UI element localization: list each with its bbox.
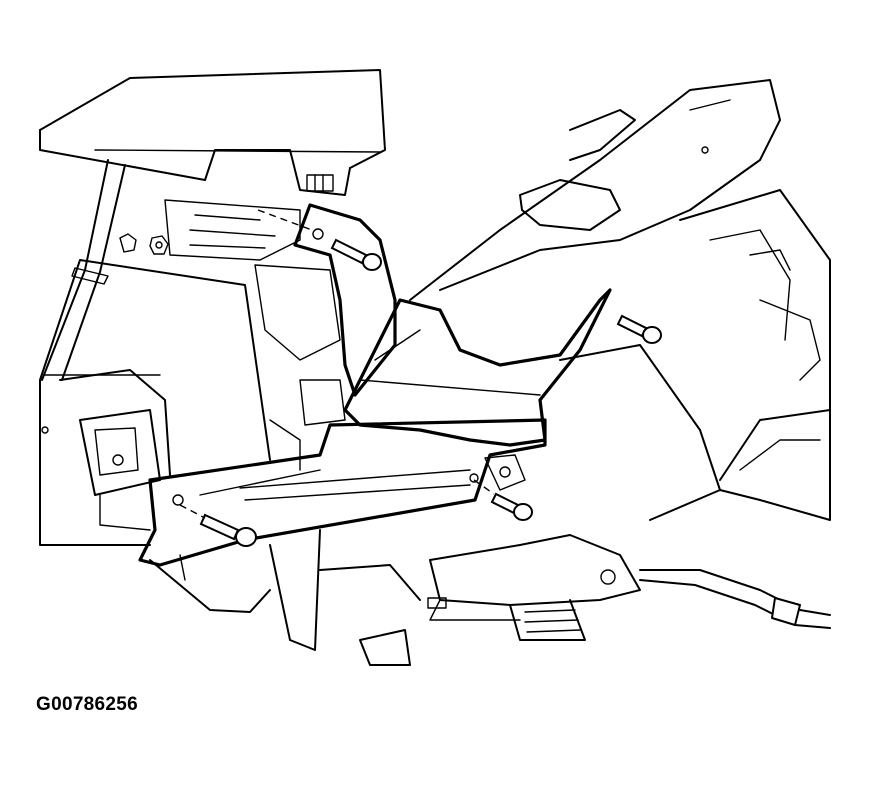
support-rod bbox=[41, 159, 126, 381]
right-panel bbox=[559, 189, 831, 521]
column-shroud bbox=[409, 79, 781, 301]
bolt-upper-bracket bbox=[330, 238, 382, 271]
bolt-right-shroud bbox=[616, 314, 662, 344]
upper-bracket bbox=[257, 203, 397, 397]
wire-harness bbox=[639, 569, 831, 629]
back-mechanism bbox=[164, 199, 346, 471]
bolt-lower-right bbox=[473, 479, 533, 521]
dashboard-panel bbox=[39, 69, 386, 196]
lower-bracket bbox=[138, 418, 547, 567]
lower-mechanism bbox=[149, 529, 641, 666]
figure-id-label: G00786256 bbox=[36, 694, 139, 715]
lower-housing bbox=[39, 233, 271, 546]
bolt-lower-left bbox=[179, 504, 257, 547]
center-shroud bbox=[343, 288, 612, 447]
